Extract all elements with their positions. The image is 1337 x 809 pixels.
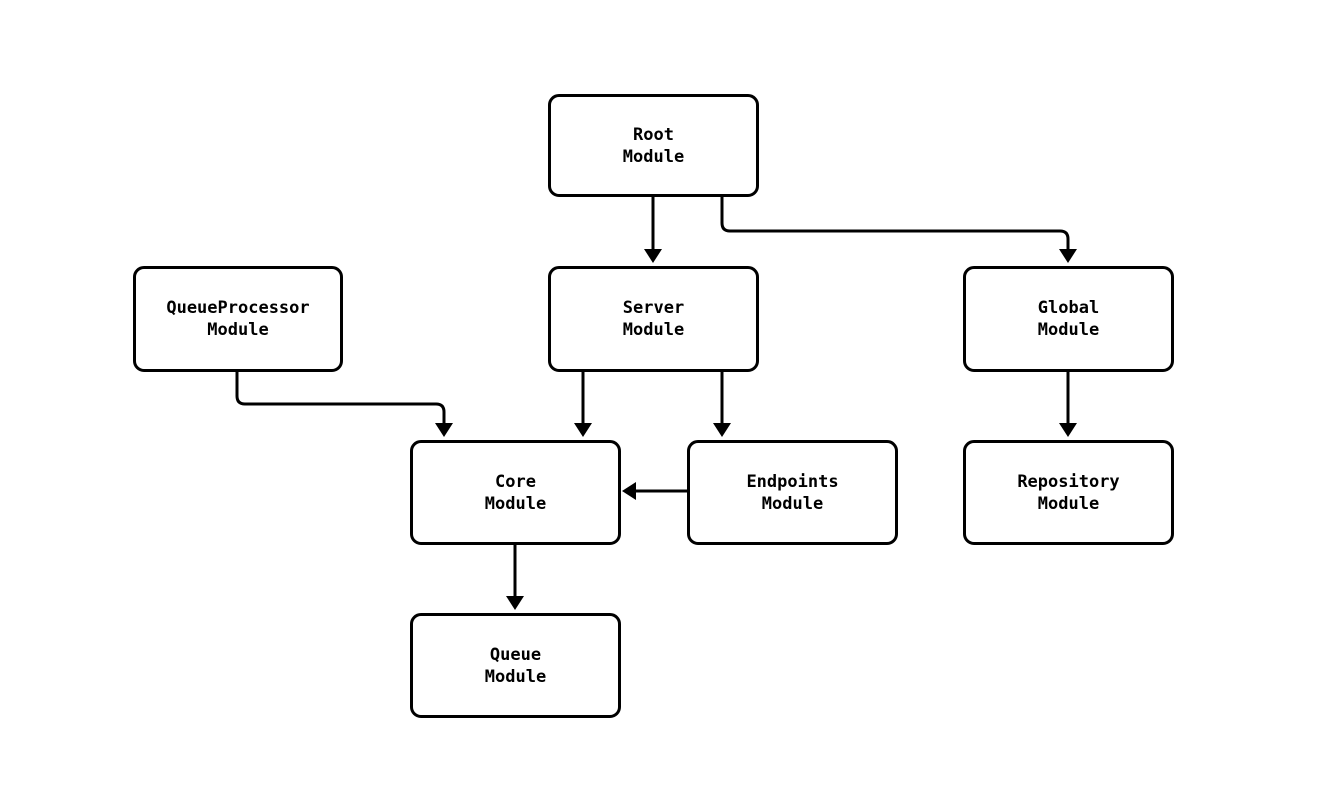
arrowhead-endpoints-core [622, 482, 636, 500]
arrowhead-global-repository [1059, 423, 1077, 437]
edge-root-global [720, 197, 1070, 253]
edge-queueprocessor-core [235, 372, 446, 427]
arrowhead-server-core [574, 423, 592, 437]
arrowhead-core-queue [506, 596, 524, 610]
arrowhead-root-global [1059, 249, 1077, 263]
arrowhead-queueprocessor-core [435, 423, 453, 437]
arrowhead-root-server [644, 249, 662, 263]
arrowhead-server-endpoints [713, 423, 731, 437]
